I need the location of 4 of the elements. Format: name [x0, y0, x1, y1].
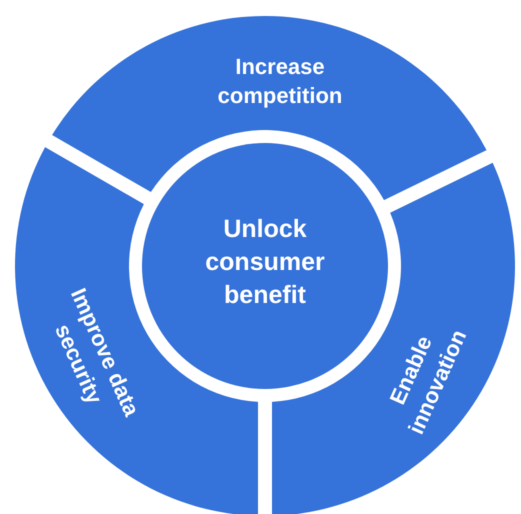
center-circle — [142, 143, 388, 389]
ring-segment — [52, 16, 487, 201]
segment-label: Increase competition — [216, 53, 344, 110]
segment-label: Unlock consumer benefit — [204, 214, 326, 310]
